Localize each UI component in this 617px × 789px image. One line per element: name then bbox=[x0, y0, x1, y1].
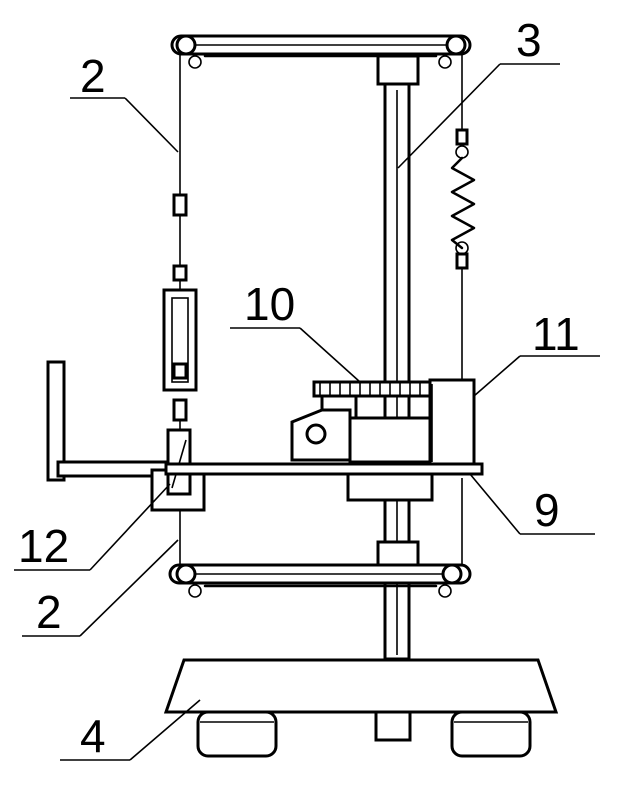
clamp-assembly bbox=[46, 360, 206, 565]
bottom-crossbar bbox=[168, 540, 472, 598]
label-wire-top: 2 bbox=[80, 50, 106, 102]
block bbox=[428, 378, 476, 466]
top-crossbar bbox=[170, 34, 472, 69]
label-rod: 3 bbox=[516, 14, 542, 66]
label-slider: 10 bbox=[244, 278, 295, 330]
platform bbox=[164, 462, 484, 502]
base bbox=[163, 658, 559, 758]
right-wire-spring bbox=[450, 54, 476, 565]
label-clamp: 12 bbox=[18, 520, 69, 572]
left-wire bbox=[162, 54, 198, 432]
slider-mechanism bbox=[290, 380, 434, 464]
label-wire-bottom: 2 bbox=[36, 586, 62, 638]
leader-lines bbox=[14, 63, 600, 761]
slider-teeth bbox=[319, 382, 421, 396]
label-platform: 9 bbox=[534, 484, 560, 536]
label-base: 4 bbox=[80, 710, 106, 762]
label-block: 11 bbox=[532, 308, 580, 360]
